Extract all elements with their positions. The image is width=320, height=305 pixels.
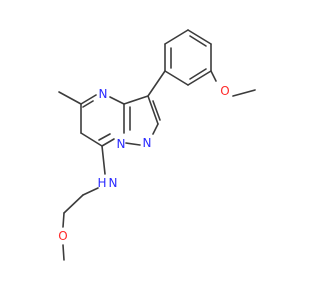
bond xyxy=(152,100,161,121)
bond xyxy=(189,68,207,80)
bond xyxy=(63,194,84,214)
bond xyxy=(164,70,189,86)
atom-label-o: O xyxy=(220,84,229,98)
bond xyxy=(232,89,256,97)
molecule-canvas: N N N N H O O xyxy=(58,29,256,261)
bond xyxy=(152,123,159,135)
bond xyxy=(187,29,212,45)
atom-label-n: N xyxy=(143,136,152,150)
atom-label-n: N xyxy=(117,137,126,151)
atom-label-n: N xyxy=(99,87,108,101)
bond xyxy=(62,244,65,261)
bond xyxy=(147,95,159,125)
bond xyxy=(187,70,212,86)
bond xyxy=(80,132,103,147)
bond xyxy=(101,138,115,147)
bond xyxy=(147,70,166,97)
bond xyxy=(82,100,94,108)
atom-label-h: H xyxy=(97,176,106,190)
bond xyxy=(80,94,97,105)
bond xyxy=(189,35,207,47)
bond xyxy=(62,212,65,228)
bond xyxy=(123,95,149,105)
bond xyxy=(109,96,125,105)
molecule-structure: N N N N H O O xyxy=(58,29,256,261)
bond xyxy=(125,142,141,146)
atom-label-o: O xyxy=(58,229,67,243)
bond xyxy=(210,70,217,82)
bond xyxy=(98,133,111,141)
bond-lines xyxy=(58,29,256,261)
atom-label-n: N xyxy=(109,176,118,190)
bond xyxy=(82,187,99,196)
bond xyxy=(101,145,106,175)
bond xyxy=(164,29,189,45)
bond xyxy=(58,91,82,105)
